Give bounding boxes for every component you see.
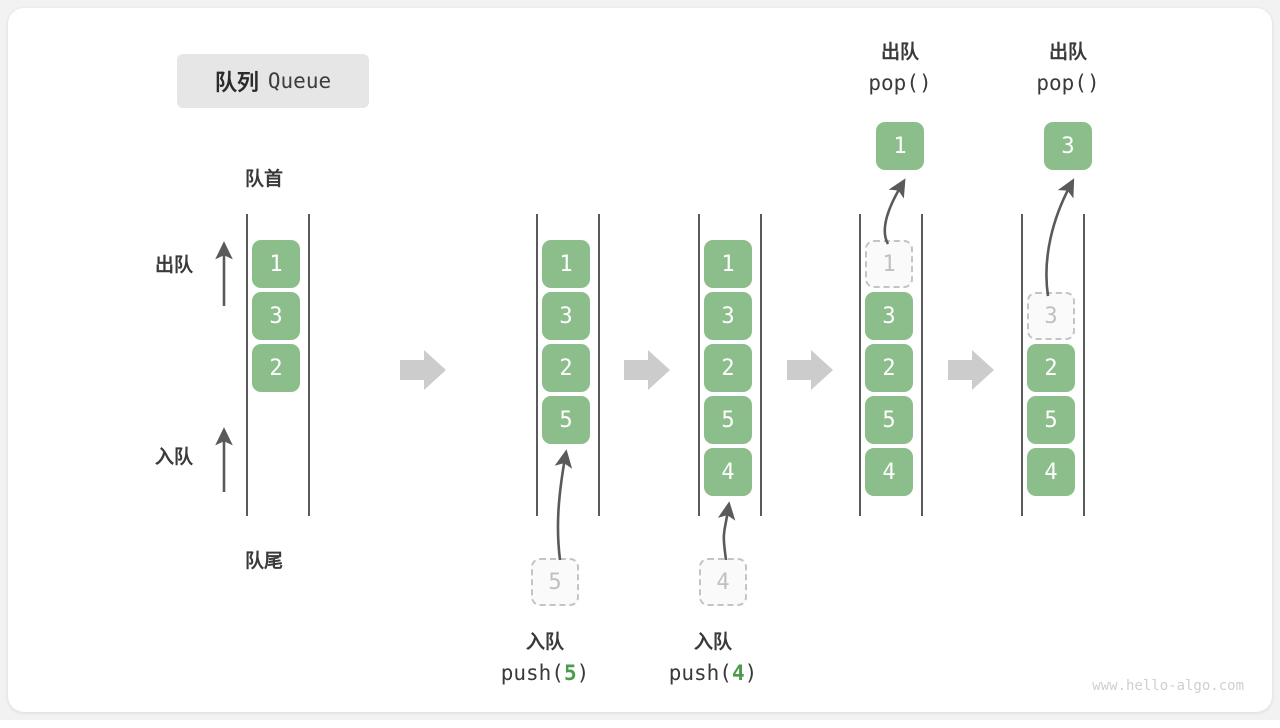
outgoing-ghost-cell: 1 <box>865 240 913 288</box>
pop-1-label: 出队 pop() <box>840 38 960 100</box>
push-4-label: 入队 push(4) <box>613 628 813 690</box>
diagram-card: 队列 Queue 队首 队尾 出队 入队 1 3 2 1 3 2 5 5 入队 … <box>8 8 1272 712</box>
queue-cell: 5 <box>704 396 752 444</box>
push-4-prefix: push( <box>668 661 732 686</box>
step-arrow <box>400 350 446 390</box>
queue-rail-left-c3 <box>698 214 700 516</box>
enqueue-direction-label: 入队 <box>155 447 194 468</box>
queue-cell: 4 <box>1027 448 1075 496</box>
queue-cell: 1 <box>704 240 752 288</box>
queue-cell: 3 <box>542 292 590 340</box>
push-5-arrow <box>554 449 573 561</box>
push-4-arg: 4 <box>731 661 745 686</box>
queue-cell: 5 <box>1027 396 1075 444</box>
push-5-label-cn: 入队 <box>525 632 564 653</box>
push-4-suffix: ) <box>744 661 758 686</box>
arrow-overlay <box>215 178 1075 561</box>
queue-rail-left-c1 <box>246 214 248 516</box>
push-5-label: 入队 push(5) <box>445 628 645 690</box>
push-5-prefix: push( <box>500 661 564 686</box>
dequeue-direction-label: 出队 <box>155 255 194 276</box>
step-arrow <box>787 350 833 390</box>
title-cn: 队列 <box>214 70 259 95</box>
watermark: www.hello-algo.com <box>1092 678 1244 694</box>
push-4-label-code: push(4) <box>613 657 813 690</box>
push-4-arrow <box>717 501 736 561</box>
step-arrow <box>624 350 670 390</box>
queue-rail-right-c5 <box>1083 214 1085 516</box>
pop-2-label: 出队 pop() <box>1008 38 1128 100</box>
outgoing-ghost-cell: 3 <box>1027 292 1075 340</box>
push-5-suffix: ) <box>576 661 590 686</box>
queue-cell: 3 <box>704 292 752 340</box>
queue-rail-left-c4 <box>859 214 861 516</box>
queue-rail-right-c2 <box>598 214 600 516</box>
queue-cell: 2 <box>865 344 913 392</box>
pop-2-label-code: pop() <box>1036 71 1100 96</box>
popped-cell: 1 <box>876 122 924 170</box>
queue-cell: 5 <box>542 396 590 444</box>
title-en: Queue <box>267 69 332 93</box>
queue-rail-right-c1 <box>308 214 310 516</box>
pop-1-arrow <box>883 178 906 245</box>
queue-cell: 2 <box>704 344 752 392</box>
queue-tail-label: 队尾 <box>245 551 284 572</box>
queue-cell: 1 <box>542 240 590 288</box>
queue-rail-left-c5 <box>1021 214 1023 516</box>
queue-cell: 4 <box>865 448 913 496</box>
queue-cell: 1 <box>252 240 300 288</box>
queue-cell: 3 <box>252 292 300 340</box>
push-5-label-code: push(5) <box>445 657 645 690</box>
pop-2-label-cn: 出队 <box>1048 42 1087 63</box>
incoming-ghost-cell: 5 <box>531 558 579 606</box>
step-arrow <box>948 350 994 390</box>
queue-cell: 2 <box>252 344 300 392</box>
queue-rail-left-c2 <box>536 214 538 516</box>
queue-cell: 2 <box>542 344 590 392</box>
push-5-arg: 5 <box>563 661 577 686</box>
pop-2-arrow <box>1045 178 1075 297</box>
queue-head-label: 队首 <box>245 169 284 190</box>
pop-1-label-cn: 出队 <box>880 42 919 63</box>
queue-cell: 3 <box>865 292 913 340</box>
pop-1-label-code: pop() <box>868 71 932 96</box>
queue-cell: 5 <box>865 396 913 444</box>
queue-cell: 4 <box>704 448 752 496</box>
push-4-label-cn: 入队 <box>693 632 732 653</box>
incoming-ghost-cell: 4 <box>699 558 747 606</box>
title-badge: 队列 Queue <box>177 54 369 108</box>
popped-cell: 3 <box>1044 122 1092 170</box>
queue-cell: 2 <box>1027 344 1075 392</box>
queue-rail-right-c4 <box>921 214 923 516</box>
queue-rail-right-c3 <box>760 214 762 516</box>
